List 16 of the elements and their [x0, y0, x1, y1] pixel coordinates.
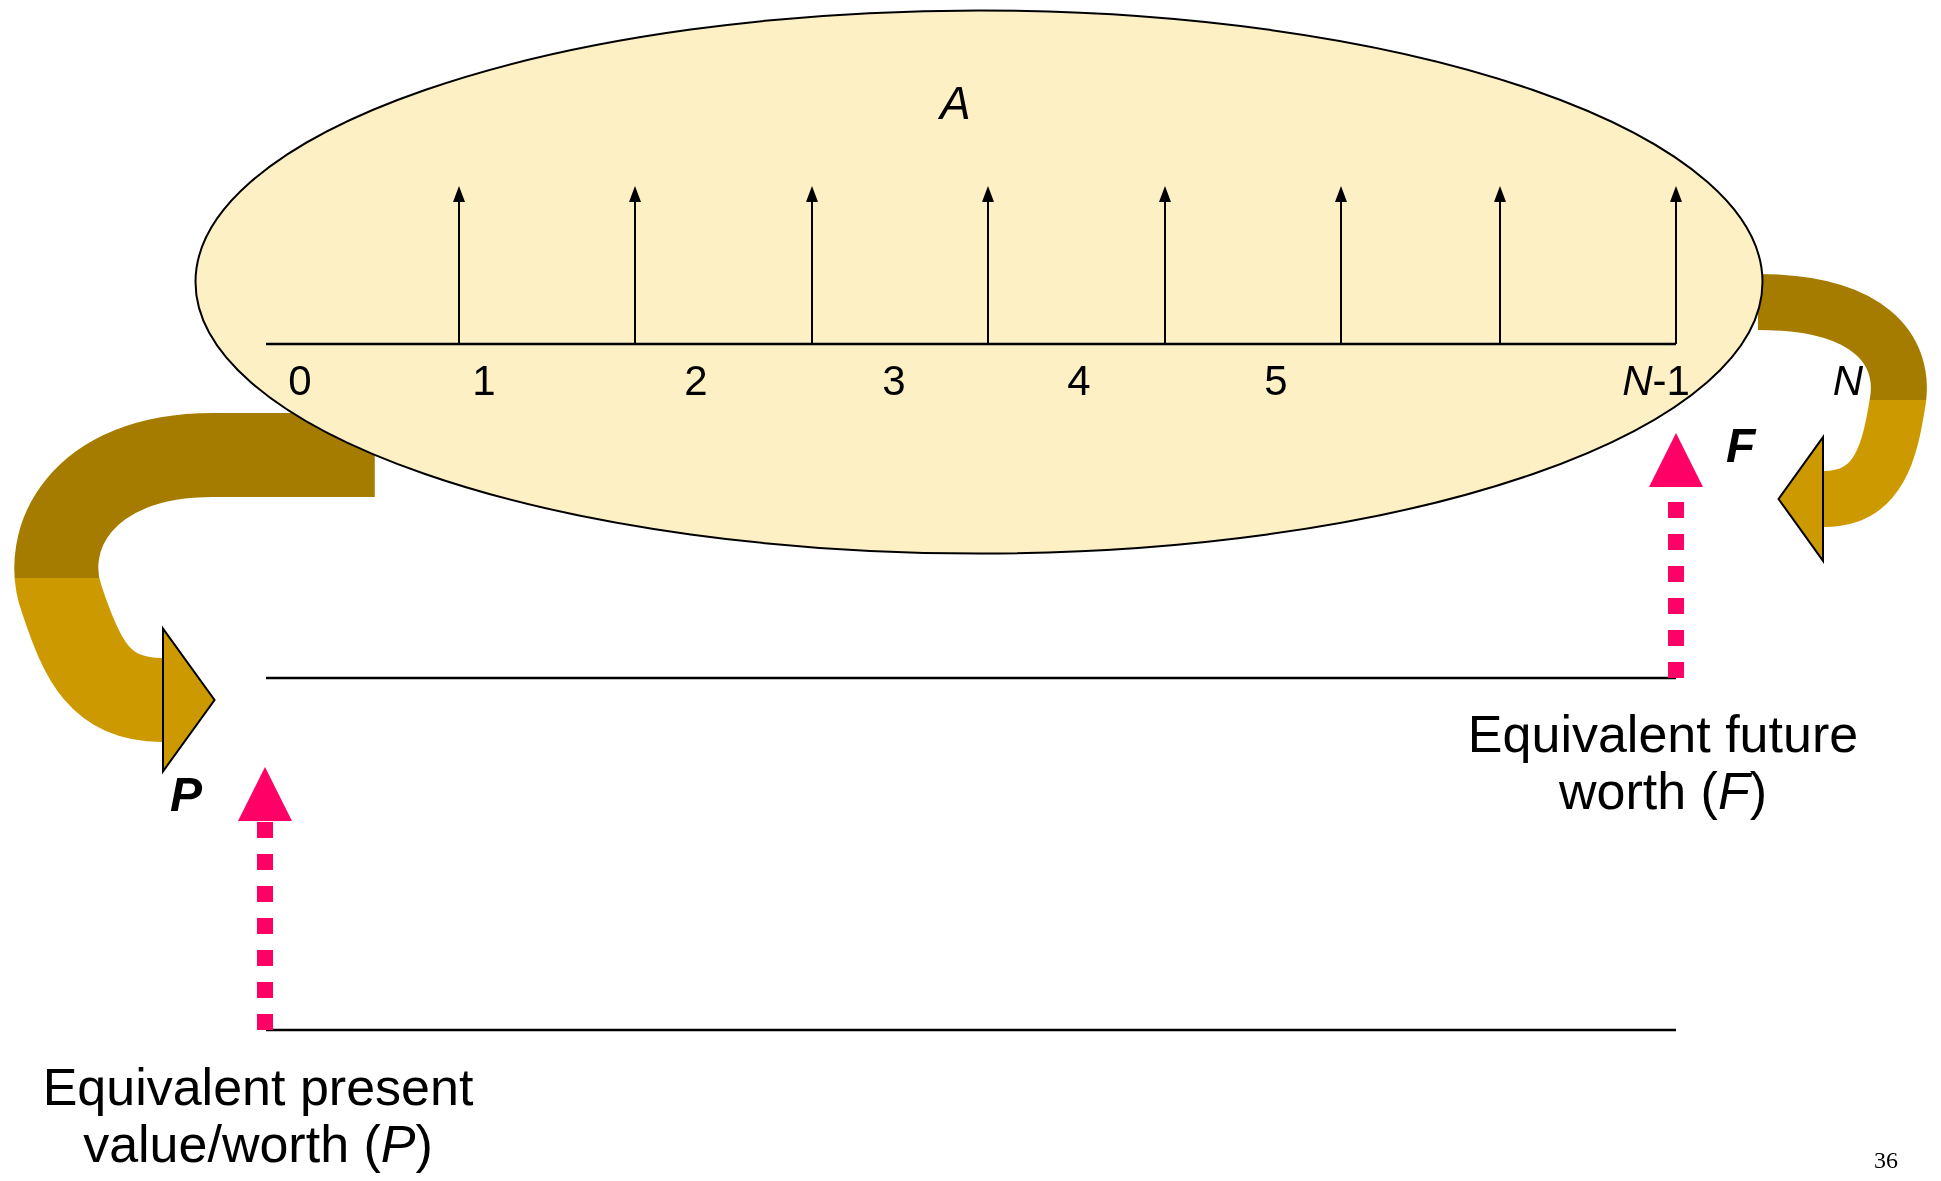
period-number: 3	[882, 357, 906, 405]
amount-label: P	[170, 769, 202, 822]
period-number: 4	[1067, 357, 1091, 405]
page-number: 36	[1874, 1146, 1898, 1174]
description-text: Equivalent present value/worth (P)	[41, 1058, 475, 1174]
period-number: N	[1832, 357, 1864, 405]
period-number: 5	[1264, 357, 1288, 405]
period-number: 2	[684, 357, 708, 405]
annuity-ellipse	[194, 9, 1764, 555]
amount-label: A	[940, 78, 971, 129]
period-number: 1	[472, 357, 496, 405]
amount-label: F	[1726, 420, 1756, 473]
curved-arrow	[1756, 274, 1927, 562]
period-number: 0	[288, 357, 312, 405]
description-text: Equivalent future worth (F)	[1466, 705, 1860, 821]
period-number: N-1	[1622, 357, 1690, 405]
